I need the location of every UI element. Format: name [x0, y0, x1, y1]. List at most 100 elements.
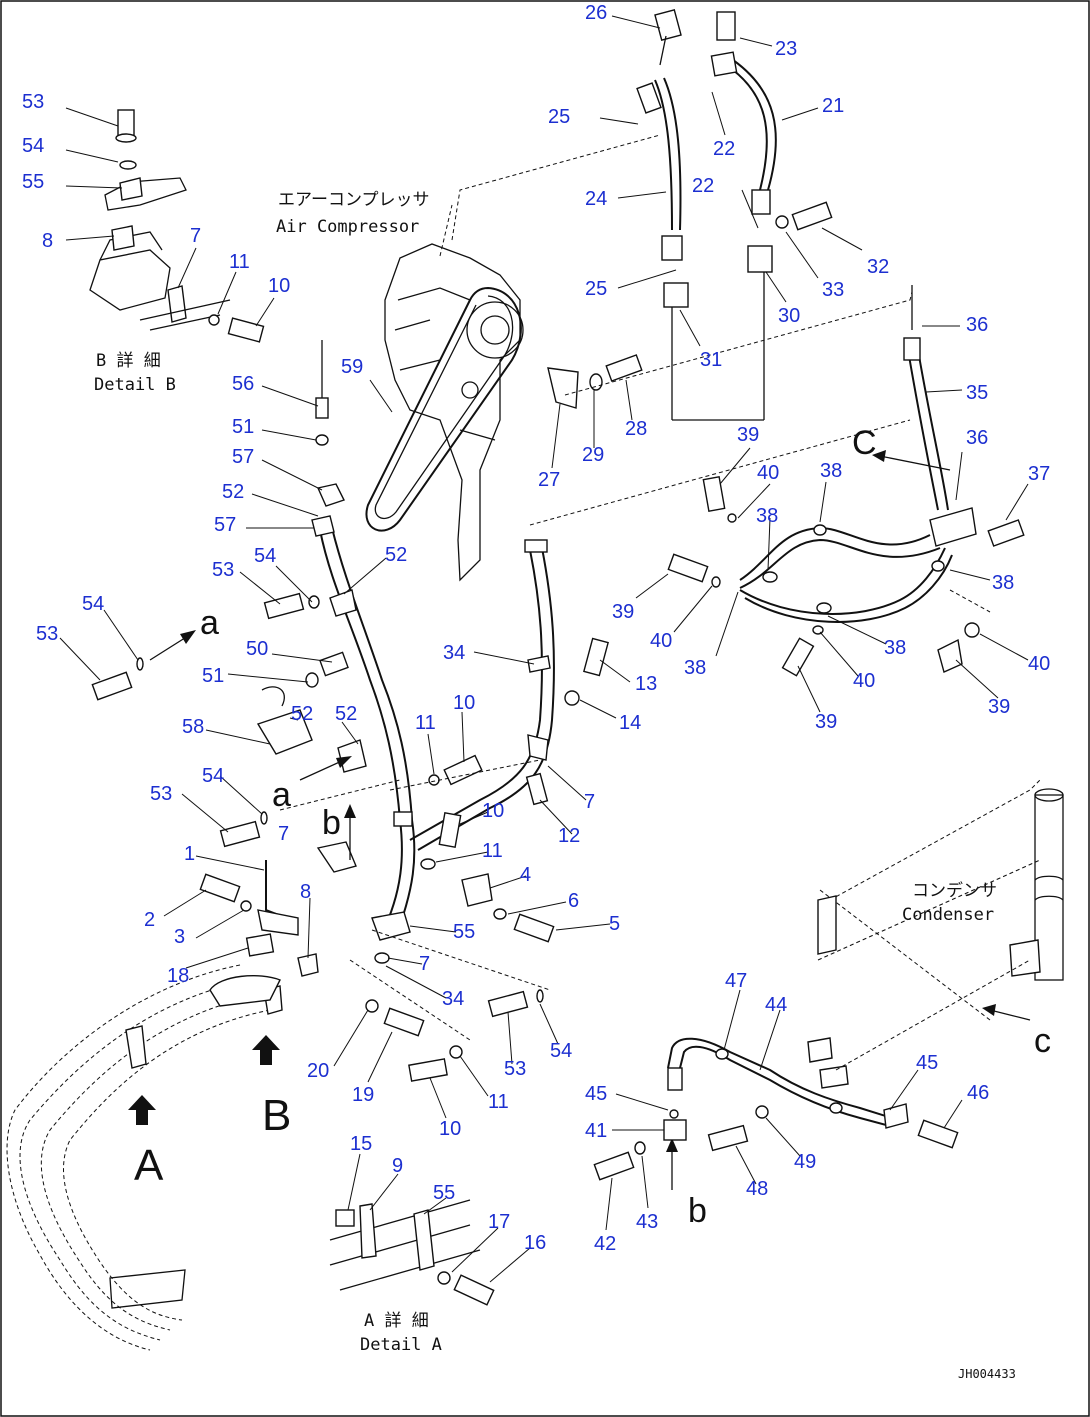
- callout-16: 16: [524, 1232, 546, 1254]
- view-label-c-lower: c: [1034, 1022, 1051, 1060]
- fittings-56-57: [263, 340, 357, 620]
- callout-29: 29: [582, 444, 604, 466]
- bolts-10-11: [420, 754, 483, 870]
- callout-53-detail-b: 53: [22, 91, 44, 113]
- pipe-assembly-38: [739, 507, 1025, 623]
- callout-48: 48: [746, 1178, 768, 1200]
- callout-7-detail-b: 7: [190, 225, 201, 247]
- callout-35: 35: [966, 382, 988, 404]
- callout-11-lower: 11: [488, 1091, 509, 1113]
- part-callouts: 26 23 21 25 22 24 22 32 25 33 30 31 36 3…: [22, 2, 1050, 1255]
- callout-11-detail-b: 11: [229, 251, 250, 273]
- detail-a-label-jp: A 詳 細: [364, 1311, 429, 1331]
- callout-15: 15: [350, 1133, 372, 1155]
- callout-4: 4: [520, 864, 531, 886]
- callout-6: 6: [568, 890, 579, 912]
- callout-13: 13: [635, 673, 657, 695]
- callout-11-mid: 11: [415, 712, 436, 734]
- condenser-label-en: Condenser: [902, 905, 994, 925]
- callout-10-mid: 10: [453, 692, 475, 714]
- callout-49: 49: [794, 1151, 816, 1173]
- detail-a-drawing: [329, 1199, 495, 1306]
- callout-39-right: 39: [988, 696, 1010, 718]
- fitting-41-bolts: [593, 1105, 769, 1181]
- callout-37: 37: [1028, 463, 1050, 485]
- callout-17: 17: [488, 1211, 510, 1233]
- air-compressor-label-en: Air Compressor: [276, 217, 419, 237]
- bolts-39-40: [667, 476, 991, 677]
- callout-21: 21: [822, 95, 844, 117]
- callout-54-detail-b: 54: [22, 135, 44, 157]
- drive-belt-59: [365, 286, 522, 532]
- detail-a-label-en: Detail A: [360, 1335, 442, 1355]
- callout-8-detail-b: 8: [42, 230, 53, 252]
- callout-42: 42: [594, 1233, 616, 1255]
- callout-58: 58: [182, 716, 204, 738]
- hose-35: [903, 337, 949, 511]
- callout-51-lower: 51: [202, 665, 224, 687]
- pipe-44: [667, 1037, 959, 1149]
- callout-39-upper: 39: [737, 424, 759, 446]
- callout-57-lower: 57: [214, 514, 236, 536]
- callout-7-center: 7: [278, 823, 289, 845]
- callout-10-center: 10: [482, 800, 504, 822]
- callout-54-lower-left: 54: [202, 765, 224, 787]
- view-arrow-b-icon: [252, 1035, 280, 1065]
- view-label-c-upper: C: [852, 424, 877, 462]
- bracket-58: [256, 686, 367, 773]
- callout-47: 47: [725, 970, 747, 992]
- callout-44: 44: [765, 994, 787, 1016]
- connection-label-a-lower: a: [272, 776, 291, 814]
- callout-32: 32: [867, 256, 889, 278]
- callout-10-detail-b: 10: [268, 275, 290, 297]
- callout-43: 43: [636, 1211, 658, 1233]
- callout-30: 30: [778, 305, 800, 327]
- hose-24: [636, 8, 683, 261]
- hose-21: [710, 11, 777, 215]
- callout-27: 27: [538, 469, 560, 491]
- connection-label-b-lower: b: [688, 1192, 707, 1230]
- hose-bundle-lower-left: [6, 964, 283, 1351]
- callout-12: 12: [558, 825, 580, 847]
- callout-34-lower: 34: [442, 988, 464, 1010]
- callout-8-center: 8: [300, 881, 311, 903]
- fittings-50-51: [305, 651, 349, 688]
- callout-41: 41: [585, 1120, 607, 1142]
- bolts-53-54-lower: [219, 811, 544, 1018]
- callout-20: 20: [307, 1060, 329, 1082]
- clamp-7-center: [297, 841, 411, 977]
- callout-54-lower-right: 54: [550, 1040, 572, 1062]
- bracket-27: [547, 354, 643, 409]
- air-compressor-body: [384, 243, 524, 582]
- drawing-code: JH004433: [958, 1367, 1016, 1381]
- callout-22-lower: 22: [692, 175, 714, 197]
- callout-59: 59: [341, 356, 363, 378]
- callout-31: 31: [700, 349, 722, 371]
- callout-40-right: 40: [1028, 653, 1050, 675]
- clamp-34-13-14: [525, 637, 609, 806]
- callout-55-detail-a: 55: [433, 1182, 455, 1204]
- view-label-a: A: [134, 1141, 164, 1190]
- callout-55-center: 55: [453, 921, 475, 943]
- callout-52-left: 52: [291, 703, 313, 725]
- bolts-10-11-lower: [408, 1045, 463, 1082]
- view-arrow-a-icon: [128, 1095, 156, 1125]
- callout-11-center: 11: [482, 840, 503, 862]
- hose-central-right: [409, 539, 555, 851]
- callout-38-right: 38: [992, 572, 1014, 594]
- callout-34-upper: 34: [443, 642, 465, 664]
- callout-45-left: 45: [585, 1083, 607, 1105]
- callout-18: 18: [167, 965, 189, 987]
- bolts-19-20: [365, 999, 425, 1037]
- detail-b-drawing: [89, 109, 265, 343]
- callout-54-left: 54: [82, 593, 104, 615]
- callout-10-lower: 10: [439, 1118, 461, 1140]
- detail-b-label-en: Detail B: [94, 375, 176, 395]
- callout-53-lower-right: 53: [504, 1058, 526, 1080]
- callout-3: 3: [174, 926, 185, 948]
- callout-52-right: 52: [335, 703, 357, 725]
- callout-7-mid-right: 7: [584, 791, 595, 813]
- leader-lines: [59, 15, 1029, 1283]
